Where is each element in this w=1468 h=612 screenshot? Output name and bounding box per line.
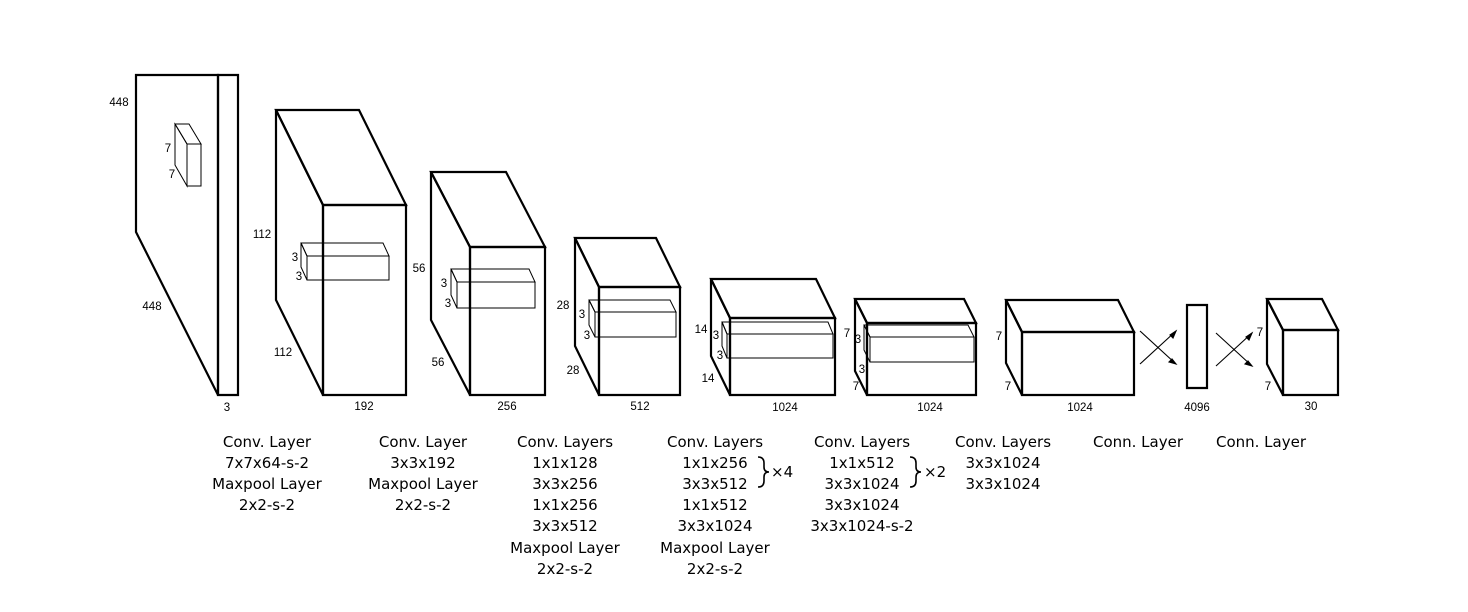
block-2-kernel-b-label: 3 bbox=[445, 298, 451, 310]
block-3-kernel-a-label: 3 bbox=[579, 309, 585, 321]
caption-block-4: Conv. Layers 1x1x512 3x3x1024 3x3x1024 3… bbox=[810, 433, 946, 535]
block-2-depth-label: 256 bbox=[497, 401, 516, 413]
fc-connection-arrows-2 bbox=[1215, 331, 1254, 368]
caption-input: Conv. Layer 7x7x64-s-2 Maxpool Layer 2x2… bbox=[212, 433, 322, 514]
caption-line: Maxpool Layer bbox=[660, 539, 770, 557]
caption-line: 3x3x192 bbox=[390, 454, 455, 472]
block-5-kernel-a-label: 3 bbox=[855, 334, 861, 346]
caption-line: 3x3x1024 bbox=[824, 475, 899, 493]
caption-line: Conn. Layer bbox=[1216, 433, 1307, 451]
block-5-kernel bbox=[863, 324, 975, 363]
caption-line: Conv. Layers bbox=[667, 433, 763, 451]
output-height-label: 7 bbox=[1257, 327, 1263, 339]
block-3-kernel-b-label: 3 bbox=[584, 330, 590, 342]
block-5-depth-label: 1024 bbox=[917, 402, 943, 414]
fc-depth-label: 4096 bbox=[1184, 402, 1210, 414]
input-kernel-a-label: 7 bbox=[165, 143, 171, 155]
block-5-cuboid bbox=[853, 297, 978, 397]
block-4-width-label: 14 bbox=[702, 373, 715, 385]
repeat-brace bbox=[909, 456, 922, 488]
fc-connection-arrows-1 bbox=[1139, 329, 1178, 366]
block-4-height-label: 14 bbox=[695, 324, 708, 336]
block-4-kernel-a-label: 3 bbox=[713, 330, 719, 342]
caption-line: 3x3x1024 bbox=[965, 454, 1040, 472]
caption-line: 2x2-s-2 bbox=[687, 560, 743, 578]
repeat-brace bbox=[757, 456, 770, 488]
block-1-kernel bbox=[300, 242, 390, 281]
input-height-label: 448 bbox=[109, 97, 128, 109]
block-4-kernel bbox=[721, 321, 834, 359]
block-3-kernel bbox=[588, 299, 677, 338]
block-2-height-label: 56 bbox=[413, 263, 426, 275]
caption-line: 3x3x512 bbox=[532, 517, 597, 535]
input-kernel bbox=[174, 122, 202, 188]
caption-line: 2x2-s-2 bbox=[395, 496, 451, 514]
block-4-kernel-b-label: 3 bbox=[717, 350, 723, 362]
caption-line: 7x7x64-s-2 bbox=[225, 454, 309, 472]
caption-line: 2x2-s-2 bbox=[239, 496, 295, 514]
output-cuboid bbox=[1265, 297, 1340, 397]
input-depth-label: 3 bbox=[224, 402, 230, 414]
caption-line: 3x3x256 bbox=[532, 475, 597, 493]
caption-line: 3x3x512 bbox=[682, 475, 747, 493]
repeat-count: ×4 bbox=[771, 463, 793, 481]
block-6-height-label: 7 bbox=[996, 331, 1002, 343]
output-width-label: 7 bbox=[1265, 381, 1271, 393]
caption-line: 2x2-s-2 bbox=[537, 560, 593, 578]
caption-line: 3x3x1024 bbox=[824, 496, 899, 514]
caption-line: Maxpool Layer bbox=[212, 475, 322, 493]
output-depth-label: 30 bbox=[1305, 401, 1318, 413]
caption-line: 1x1x256 bbox=[532, 496, 597, 514]
caption-block-2: Conv. Layers 1x1x128 3x3x256 1x1x256 3x3… bbox=[510, 433, 620, 578]
block-1-kernel-b-label: 3 bbox=[296, 271, 302, 283]
caption-line: Conn. Layer bbox=[1093, 433, 1184, 451]
caption-line: 3x3x1024 bbox=[677, 517, 752, 535]
caption-line: Conv. Layers bbox=[955, 433, 1051, 451]
block-5-kernel-b-label: 3 bbox=[859, 364, 865, 376]
caption-line: 3x3x1024 bbox=[965, 475, 1040, 493]
input-width-label: 448 bbox=[142, 301, 161, 313]
caption-line: Maxpool Layer bbox=[510, 539, 620, 557]
block-1-cuboid bbox=[274, 108, 408, 397]
caption-block-5: Conv. Layers 3x3x1024 3x3x1024 bbox=[955, 433, 1051, 493]
caption-fc: Conn. Layer bbox=[1216, 433, 1307, 451]
caption-line: Maxpool Layer bbox=[368, 475, 478, 493]
caption-line: Conv. Layer bbox=[379, 433, 468, 451]
caption-line: 1x1x128 bbox=[532, 454, 597, 472]
block-6-depth-label: 1024 bbox=[1067, 402, 1093, 414]
caption-line: Conv. Layers bbox=[814, 433, 910, 451]
block-3-width-label: 28 bbox=[567, 365, 580, 377]
block-5-height-label: 7 bbox=[844, 328, 850, 340]
caption-block-6: Conn. Layer bbox=[1093, 433, 1184, 451]
block-2-cuboid bbox=[429, 170, 547, 397]
block-3-height-label: 28 bbox=[557, 300, 570, 312]
block-6-width-label: 7 bbox=[1005, 381, 1011, 393]
block-2-kernel-a-label: 3 bbox=[441, 278, 447, 290]
block-1-kernel-a-label: 3 bbox=[292, 252, 298, 264]
block-2-kernel bbox=[450, 268, 536, 309]
block-4-depth-label: 1024 bbox=[772, 402, 798, 414]
block-6-cuboid bbox=[1004, 298, 1136, 397]
block-1-depth-label: 192 bbox=[354, 401, 373, 413]
block-2-width-label: 56 bbox=[432, 357, 445, 369]
block-1-height-label: 112 bbox=[253, 229, 271, 241]
block-5-width-label: 7 bbox=[853, 381, 859, 393]
caption-line: 1x1x512 bbox=[682, 496, 747, 514]
block-3-cuboid bbox=[573, 236, 682, 397]
block-4-cuboid bbox=[709, 277, 837, 397]
input-kernel-b-label: 7 bbox=[169, 169, 175, 181]
block-1-width-label: 112 bbox=[274, 347, 292, 359]
fc-4096-bar bbox=[1185, 303, 1209, 390]
caption-block-3: Conv. Layers 1x1x256 3x3x512 1x1x512 3x3… bbox=[660, 433, 793, 578]
input-slab bbox=[134, 73, 240, 397]
caption-line: 1x1x256 bbox=[682, 454, 747, 472]
caption-line: Conv. Layers bbox=[517, 433, 613, 451]
caption-line: Conv. Layer bbox=[223, 433, 312, 451]
repeat-count: ×2 bbox=[924, 463, 946, 481]
caption-block-1: Conv. Layer 3x3x192 Maxpool Layer 2x2-s-… bbox=[368, 433, 478, 514]
caption-line: 3x3x1024-s-2 bbox=[810, 517, 913, 535]
caption-line: 1x1x512 bbox=[829, 454, 894, 472]
block-3-depth-label: 512 bbox=[630, 401, 649, 413]
